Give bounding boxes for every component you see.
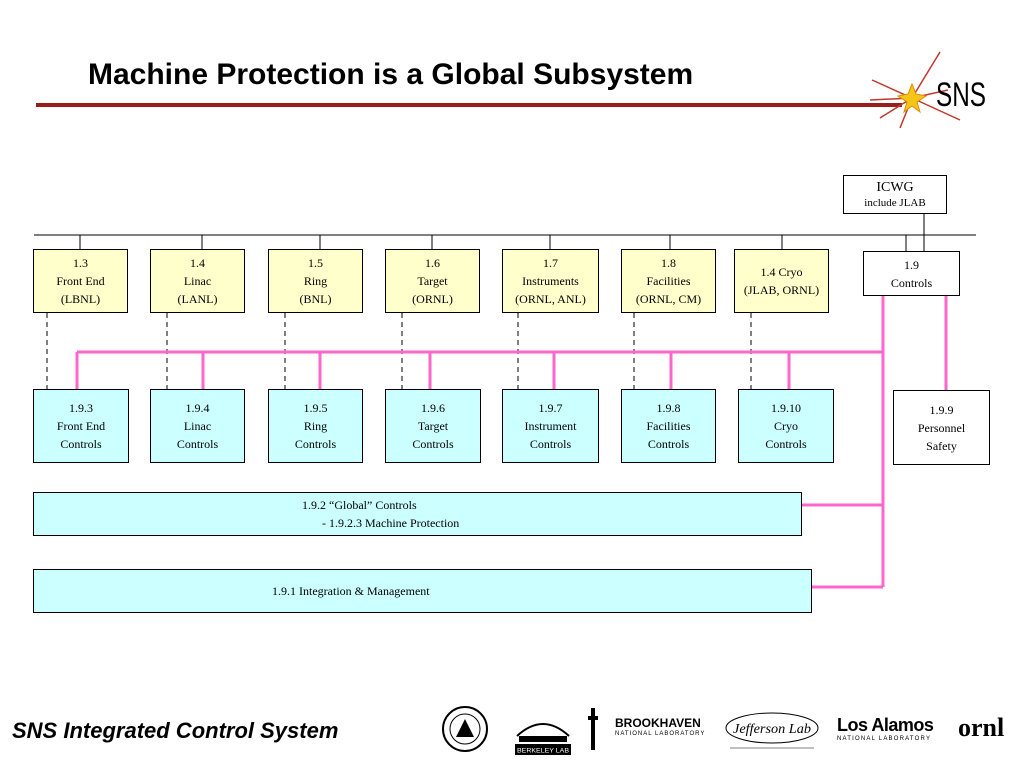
wbs-label: Cryo <box>774 419 798 433</box>
sponsor-ornl: ornl <box>958 713 1005 742</box>
footer-title: SNS Integrated Control System <box>12 718 339 743</box>
controls-box-facilities: 1.9.8 Facilities Controls <box>621 389 716 463</box>
wbs-number: 1.9.8 <box>656 401 681 415</box>
wbs-label: Controls <box>765 437 807 451</box>
wbs-lab: (ORNL, ANL) <box>515 292 586 306</box>
wbs-lab: (LBNL) <box>60 292 101 306</box>
wbs-label: Linac <box>183 419 212 433</box>
sns-logo-icon: SNS <box>869 51 986 129</box>
wbs-number: 1.9.6 <box>421 401 445 415</box>
wbs-label: Front End <box>56 419 106 433</box>
wbs-lab: (BNL) <box>299 292 332 306</box>
wbs-number: 1.9.10 <box>771 401 801 415</box>
wbs-label: Personnel <box>917 420 966 435</box>
wbs-number: 1.6 <box>425 256 440 270</box>
wbs-number: 1.9.7 <box>538 401 563 415</box>
controls-box-ring: 1.9.5 Ring Controls <box>268 389 363 463</box>
icwg-box: ICWG include JLAB <box>843 175 947 214</box>
wbs-number: 1.9.9 <box>929 402 954 417</box>
sponsor-los-alamos-sub: NATIONAL LABORATORY <box>837 736 932 742</box>
icwg-subtitle: include JLAB <box>864 196 926 209</box>
wbs-number: 1.9 <box>904 257 919 272</box>
global-controls-box: 1.9.2 “Global” Controls - 1.9.2.3 Machin… <box>33 492 802 536</box>
wbs-box-controls: 1.9 Controls <box>863 251 960 296</box>
sponsor-berkeley: BERKELEY LAB <box>517 748 569 755</box>
jefferson-lab-logo-icon: Jefferson Lab <box>725 712 819 749</box>
wbs-box-cryo: 1.4 Cryo (JLAB, ORNL) <box>734 249 829 313</box>
sponsor-brookhaven: BROOKHAVEN NATIONAL LABORATORY <box>615 717 705 738</box>
wbs-number: 1.9.4 <box>185 401 210 415</box>
wbs-label: Instruments <box>522 274 579 288</box>
wbs-label: Controls <box>890 275 933 290</box>
wbs-label: Controls <box>294 437 337 451</box>
integration-management-box: 1.9.1 Integration & Management <box>33 569 812 613</box>
wbs-label: Controls <box>412 437 454 451</box>
wbs-lab: (ORNL) <box>412 292 453 306</box>
sponsor-los-alamos: Los Alamos NATIONAL LABORATORY <box>837 715 934 743</box>
wbs-number: 1.3 <box>73 256 88 270</box>
wbs-label: Instrument <box>524 419 577 433</box>
wbs-label: Linac <box>183 274 212 288</box>
wbs-label: Facilities <box>646 419 691 433</box>
sponsor-los-alamos-name: Los Alamos <box>837 715 934 735</box>
wbs-number: 1.9.3 <box>69 401 93 415</box>
wbs-box-front-end: 1.3 Front End (LBNL) <box>33 249 128 313</box>
controls-box-instrument: 1.9.7 Instrument Controls <box>502 389 599 463</box>
wbs-label: Front End <box>56 274 105 288</box>
wbs-label: Controls <box>529 437 572 451</box>
title-rule <box>36 103 902 107</box>
slide-title: Machine Protection is a Global Subsystem <box>88 58 694 91</box>
sponsor-jefferson: Jefferson Lab <box>733 722 811 737</box>
wbs-label: Facilities <box>646 274 691 288</box>
wbs-label: Controls <box>60 437 102 451</box>
controls-box-linac: 1.9.4 Linac Controls <box>150 389 245 463</box>
wbs-number: 1.4 Cryo <box>760 265 803 279</box>
controls-box-cryo: 1.9.10 Cryo Controls <box>738 389 834 463</box>
tower-icon <box>588 708 598 750</box>
wbs-number: 1.9.5 <box>303 401 328 415</box>
wbs-number: 1.7 <box>543 256 558 270</box>
controls-box-target: 1.9.6 Target Controls <box>385 389 481 463</box>
sponsor-brookhaven-name: BROOKHAVEN <box>615 716 701 730</box>
wbs-box-linac: 1.4 Linac (LANL) <box>150 249 245 313</box>
university-seal-icon <box>442 706 488 752</box>
machine-protection-label: - 1.9.2.3 Machine Protection <box>322 516 460 530</box>
sponsor-brookhaven-sub: NATIONAL LABORATORY <box>615 731 706 737</box>
global-controls-title: 1.9.2 “Global” Controls <box>302 498 417 512</box>
wbs-lab: (ORNL, CM) <box>635 292 702 306</box>
wbs-number: 1.8 <box>661 256 676 270</box>
wbs-number: 1.4 <box>190 256 205 270</box>
berkeley-lab-logo-icon: BERKELEY LAB <box>515 723 571 755</box>
wbs-lab: (JLAB, ORNL) <box>743 283 820 297</box>
wbs-label: Ring <box>303 419 328 433</box>
wbs-number: 1.5 <box>308 256 323 270</box>
wbs-label: Controls <box>647 437 690 451</box>
controls-box-personnel-safety: 1.9.9 Personnel Safety <box>893 390 990 465</box>
wbs-label: Safety <box>926 438 957 453</box>
wbs-box-instruments: 1.7 Instruments (ORNL, ANL) <box>502 249 599 313</box>
wbs-label: Target <box>417 274 448 288</box>
wbs-box-target: 1.6 Target (ORNL) <box>385 249 480 313</box>
wbs-box-facilities: 1.8 Facilities (ORNL, CM) <box>621 249 716 313</box>
wbs-lab: (LANL) <box>177 292 218 306</box>
icwg-title: ICWG <box>876 179 914 195</box>
wbs-label: Target <box>417 419 449 433</box>
wbs-box-ring: 1.5 Ring (BNL) <box>268 249 363 313</box>
controls-box-front-end: 1.9.3 Front End Controls <box>33 389 129 463</box>
wbs-label: Ring <box>303 274 328 288</box>
integration-management-label: 1.9.1 Integration & Management <box>272 584 430 598</box>
wbs-label: Controls <box>176 437 219 451</box>
sns-logo-text: SNS <box>936 76 986 114</box>
